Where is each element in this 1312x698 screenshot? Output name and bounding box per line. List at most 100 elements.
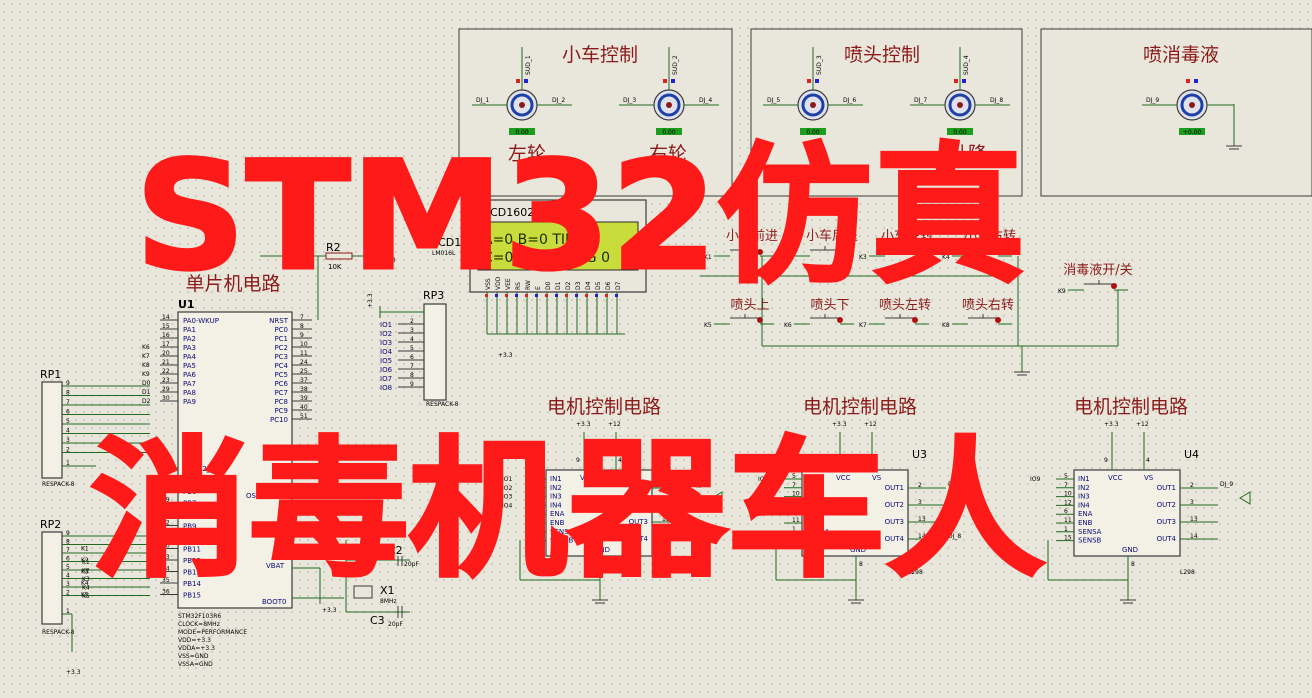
driver-out-net: DJ_9: [1220, 481, 1233, 488]
driver-type: L298: [1180, 569, 1195, 576]
lcd-ref: LCD1: [432, 236, 461, 249]
mcu-spec-line: STM32F103R6: [178, 613, 221, 620]
motor-readout: 0.00: [806, 129, 820, 136]
lcd-pin-label: D7: [615, 281, 622, 290]
driver-ref: U3: [912, 448, 927, 461]
mcu-net: K2: [81, 557, 89, 564]
driver-in-net: IO4: [502, 502, 512, 509]
driver-in-net: IO6: [758, 485, 768, 492]
mcu-net: K9: [142, 371, 150, 378]
driver-in-pin: SENSA: [806, 528, 830, 536]
rp3-pin-label: IO4: [380, 348, 393, 356]
driver-out-net: DJ_8: [948, 533, 961, 540]
mcu-pin-num: 17: [162, 341, 170, 348]
button-label: 小车左转: [881, 228, 933, 244]
lcd-title: LCD1602显示器: [484, 206, 567, 219]
rp2-ref: RP2: [40, 518, 61, 531]
driver-out-pin: OUT3: [885, 518, 904, 526]
mcu-pin-num: 9: [300, 332, 304, 339]
driver-in-pin: SENSB: [1078, 537, 1102, 545]
r2-vcc: +3.3: [381, 257, 396, 264]
driver-pin-num: 3: [918, 499, 922, 506]
driver-pin-num: 12: [1064, 499, 1072, 506]
mcu-pin-num: 39: [300, 395, 308, 402]
button-label: 喷头左转: [879, 298, 931, 313]
rp1-type: RESPACK-8: [42, 481, 75, 488]
rp1-ref: RP1: [40, 368, 61, 381]
button-ref: K2: [784, 254, 792, 261]
mcu-osc32-out: OSC32_OUT: [183, 465, 226, 473]
button-label: 小车右转: [964, 228, 1016, 244]
driver-out-net: DJ_2: [692, 533, 705, 540]
rp3-type: RESPACK-8: [426, 401, 459, 408]
c2-value: 20pF: [404, 561, 419, 568]
r2-value: 10K: [328, 263, 342, 271]
driver-in-pin: ENA: [806, 510, 821, 518]
mcu-spec-line: CLOCK=8MHz: [178, 621, 220, 628]
motor-net-right: DJ_8: [990, 97, 1003, 104]
rp3-pin-num: 9: [410, 381, 414, 388]
x1-freq: 8MHz: [380, 598, 397, 605]
mcu-pin-right: PC4: [274, 362, 288, 370]
mcu-pin-pb: PB0: [183, 465, 196, 473]
button-label: 喷头上: [730, 298, 769, 313]
mcu-pin-left: PA3: [183, 344, 196, 352]
driver-pin-num: 8: [603, 561, 607, 568]
rp2-net: K3: [82, 576, 90, 583]
mcu-spec-line: VSS=GND: [178, 653, 209, 660]
mcu-net: K7: [142, 353, 150, 360]
mcu-pin-right: PC9: [274, 407, 288, 415]
motor-readout: +0.00: [1183, 129, 1202, 136]
mcu-spec-line: MODE=PERFORMANCE: [178, 629, 247, 636]
mcu-pin-num: 23: [162, 377, 170, 384]
mcu-pin-num: 59: [162, 497, 170, 504]
driver-pin-num: 13: [662, 516, 670, 523]
button-label: 小车前进: [726, 228, 778, 244]
mcu-spec-line: VDD=+3.3: [178, 637, 211, 644]
driver-pin-num: 10: [792, 491, 800, 498]
driver-vs-rail: +12: [1136, 421, 1149, 428]
lcd-line-2: C=00 D=0 TING 0: [483, 250, 610, 266]
motor-ctrl-title-1: 电机控制电路: [547, 396, 661, 418]
rp2-vcc: +3.3: [66, 669, 81, 676]
driver-pin-num: 8: [1131, 561, 1135, 568]
mcu-pin-left: PA6: [183, 371, 197, 379]
mcu-pin-num: 51: [300, 413, 308, 420]
mcu-net: D2: [142, 398, 151, 405]
rp1-pin-num: 2: [66, 447, 70, 454]
push-button-k9[interactable]: 消毒液开/关K9: [1058, 263, 1133, 295]
driver-pin-num: 5: [1064, 473, 1068, 480]
lcd-pin-label: D5: [595, 281, 602, 290]
driver-pin-num: 6: [536, 508, 540, 515]
driver-pin-num: 1: [536, 526, 540, 533]
driver-pin-num: 9: [832, 457, 836, 464]
lcd-pin-label: VEE: [505, 278, 512, 290]
rp1-pin-num: 4: [66, 428, 70, 435]
rp1-pin-num: 1: [66, 460, 70, 467]
mcu-pin-num: 40: [300, 404, 308, 411]
mcu-pin-num: 22: [162, 368, 170, 375]
driver-in-net: IO3: [502, 494, 512, 501]
rp3-pin-num: 8: [410, 372, 414, 379]
driver-in-pin: SENSA: [1078, 528, 1102, 536]
lcd-pin-label: D4: [585, 281, 592, 290]
capacitor-c2: C2 20pF: [388, 544, 419, 568]
driver-pin-num: 2: [1190, 482, 1194, 489]
rp2-pin-num: 3: [66, 581, 70, 588]
mcu-pin-num: 20: [162, 350, 170, 357]
mcu-net: K1: [81, 546, 89, 553]
driver-pin-num: 12: [792, 499, 800, 506]
driver-out-pin: OUT4: [1157, 535, 1177, 543]
mcu-pin-num: 55: [162, 474, 170, 481]
mcu-pin-pb: PB14: [183, 580, 201, 588]
